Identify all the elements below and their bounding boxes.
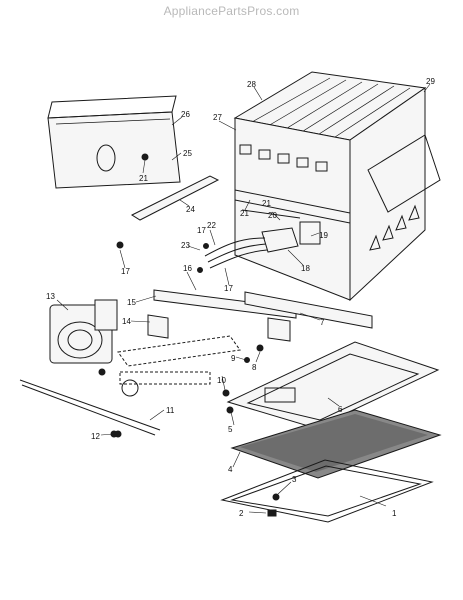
callout-20: 20 (268, 211, 277, 220)
callout-25: 25 (183, 149, 192, 158)
watermark-text: AppliancePartsPros.com (163, 4, 300, 18)
callout-15: 15 (127, 298, 136, 307)
callout-23: 23 (181, 241, 190, 250)
callout-8: 8 (252, 363, 257, 372)
bracket (130, 175, 220, 221)
callout-21b: 21 (240, 209, 249, 218)
leader-lines (56, 83, 431, 514)
callout-28: 28 (247, 80, 256, 89)
callout-17b: 17 (224, 284, 233, 293)
callout-3: 3 (292, 475, 297, 484)
callout-17a: 17 (121, 267, 130, 276)
burner-assembly (117, 335, 241, 397)
burner-tray (226, 341, 440, 429)
callout-9: 9 (231, 354, 236, 363)
callout-21c: 21 (262, 199, 271, 208)
wire-harness (204, 237, 268, 269)
hardware (114, 153, 280, 517)
callout-26: 26 (181, 110, 190, 119)
callout-22: 22 (207, 221, 216, 230)
callout-27: 27 (213, 113, 222, 122)
control-box (241, 209, 321, 253)
callout-19: 19 (319, 231, 328, 240)
callout-16: 16 (183, 264, 192, 273)
callout-5: 5 (228, 425, 233, 434)
callout-17c: 17 (197, 226, 206, 235)
callout-11: 11 (166, 406, 175, 415)
callout-7: 7 (320, 318, 325, 327)
callout-4: 4 (228, 465, 233, 474)
callout-12: 12 (91, 432, 100, 441)
callout-13: 13 (46, 292, 55, 301)
bottom-frame (220, 459, 434, 523)
bottom-front-panel (244, 291, 373, 329)
callout-labels: 1 2 3 4 5 6 7 8 9 10 11 12 13 14 15 16 1… (46, 77, 435, 518)
callout-10: 10 (217, 376, 226, 385)
callout-6: 6 (338, 405, 343, 414)
access-panel (47, 95, 181, 189)
callout-2: 2 (239, 509, 244, 518)
gas-manifold (19, 379, 161, 438)
callout-21a: 21 (139, 174, 148, 183)
furnace-cabinet (233, 71, 441, 302)
filter (230, 409, 442, 479)
inducer-assembly (49, 299, 118, 376)
callout-18: 18 (301, 264, 310, 273)
callout-29: 29 (426, 77, 435, 86)
callout-24: 24 (186, 205, 195, 214)
callout-14: 14 (122, 317, 131, 326)
callout-1: 1 (392, 509, 397, 518)
